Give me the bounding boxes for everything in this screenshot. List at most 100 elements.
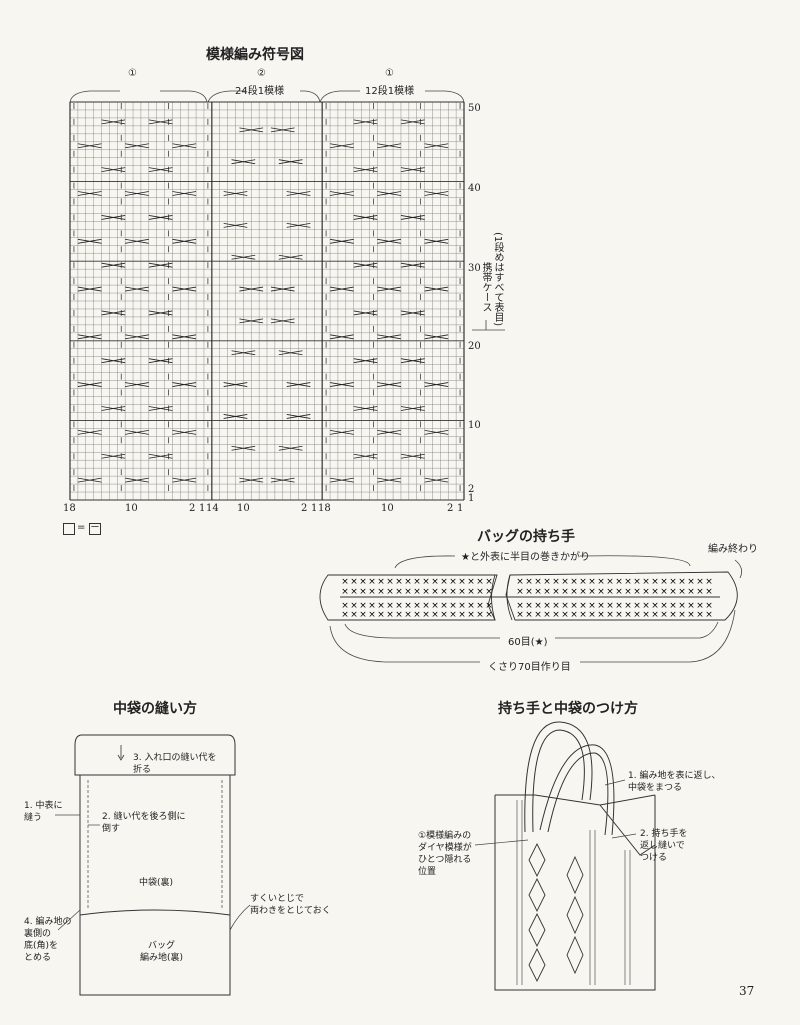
svg-text:×: × [660,610,668,620]
svg-text:×: × [525,577,533,587]
svg-text:×: × [561,587,569,597]
svg-text:×: × [696,577,704,587]
svg-text:×: × [597,587,605,597]
svg-text:×: × [678,601,686,611]
svg-text:×: × [678,587,686,597]
svg-text:×: × [359,577,367,587]
svg-text:×: × [467,577,475,587]
handle-top-note: ★と外表に半目の巻きかがり [461,552,590,563]
col-c-1: 1 [457,503,464,514]
svg-text:×: × [377,610,385,620]
knit-fabric-label: バッグ 編み地(裏) [140,941,184,963]
svg-text:×: × [449,610,457,620]
legend-empty-square [63,523,75,535]
svg-text:×: × [552,601,560,611]
svg-text:×: × [350,601,358,611]
svg-text:×: × [579,587,587,597]
svg-text:×: × [651,587,659,597]
svg-text:×: × [588,601,596,611]
svg-text:×: × [570,587,578,597]
page-number: 37 [739,984,755,998]
svg-text:×: × [597,610,605,620]
svg-text:×: × [678,577,686,587]
svg-text:×: × [579,610,587,620]
svg-text:×: × [359,610,367,620]
svg-text:×: × [543,610,551,620]
svg-text:×: × [678,610,686,620]
svg-text:×: × [413,610,421,620]
svg-text:×: × [624,610,632,620]
inner-step1: 1. 中表に 縫う [24,801,63,823]
section-mark-3: ① [385,68,394,79]
svg-text:×: × [606,587,614,597]
svg-text:×: × [341,577,349,587]
svg-text:×: × [633,587,641,597]
inner-bag-label: 中袋(裏) [139,878,174,888]
svg-text:×: × [696,587,704,597]
svg-text:×: × [570,610,578,620]
svg-text:×: × [386,610,394,620]
svg-text:×: × [570,601,578,611]
handle-title: バッグの持ち手 [477,529,575,545]
svg-text:×: × [597,577,605,587]
svg-text:×: × [579,601,587,611]
col-b-2: 2 [301,503,308,514]
svg-text:×: × [350,610,358,620]
svg-text:×: × [615,601,623,611]
svg-text:×: × [705,610,713,620]
chart-title: 模様編み符号図 [206,47,304,63]
svg-text:×: × [687,587,695,597]
side-label: 携帯ケース [480,262,491,312]
svg-text:×: × [579,577,587,587]
svg-text:×: × [543,601,551,611]
diamond-note: ①模様編みの ダイヤ模様が ひとつ隠れる 位置 [418,831,472,877]
section-label-3: 12段1模様 [365,86,415,97]
attach-step2: 2. 持ち手を 返し縫いで つける [640,829,688,863]
svg-text:×: × [341,601,349,611]
svg-text:×: × [467,587,475,597]
svg-text:×: × [467,610,475,620]
section-mark-2: ② [257,68,266,79]
svg-text:×: × [687,601,695,611]
svg-text:×: × [705,577,713,587]
row-label-30: 30 [468,263,481,274]
svg-text:×: × [669,610,677,620]
svg-text:×: × [696,610,704,620]
svg-text:×: × [431,610,439,620]
col-a-10: 10 [125,503,138,514]
svg-text:×: × [669,587,677,597]
svg-text:×: × [485,610,493,620]
svg-text:×: × [651,577,659,587]
row-label-40: 40 [468,183,481,194]
inner-step4: 4. 編み地の 裏側の 底(角)を とめる [24,917,72,963]
svg-text:×: × [404,587,412,597]
svg-text:×: × [395,601,403,611]
svg-text:×: × [440,601,448,611]
svg-text:×: × [476,601,484,611]
svg-text:×: × [458,577,466,587]
svg-text:×: × [705,587,713,597]
svg-text:×: × [660,601,668,611]
svg-text:×: × [705,601,713,611]
svg-text:×: × [561,577,569,587]
svg-text:×: × [368,577,376,587]
svg-text:×: × [570,577,578,587]
svg-text:×: × [341,610,349,620]
attach-title: 持ち手と中袋のつけ方 [498,701,638,717]
svg-text:×: × [651,601,659,611]
svg-text:×: × [395,577,403,587]
svg-text:×: × [624,577,632,587]
col-c-2: 2 [447,503,454,514]
svg-text:×: × [516,601,524,611]
svg-text:×: × [633,610,641,620]
svg-text:×: × [449,601,457,611]
svg-text:×: × [615,577,623,587]
svg-text:×: × [422,601,430,611]
svg-text:×: × [377,587,385,597]
svg-text:×: × [413,577,421,587]
svg-text:×: × [516,577,524,587]
svg-text:×: × [350,587,358,597]
svg-text:×: × [440,610,448,620]
svg-text:×: × [642,601,650,611]
